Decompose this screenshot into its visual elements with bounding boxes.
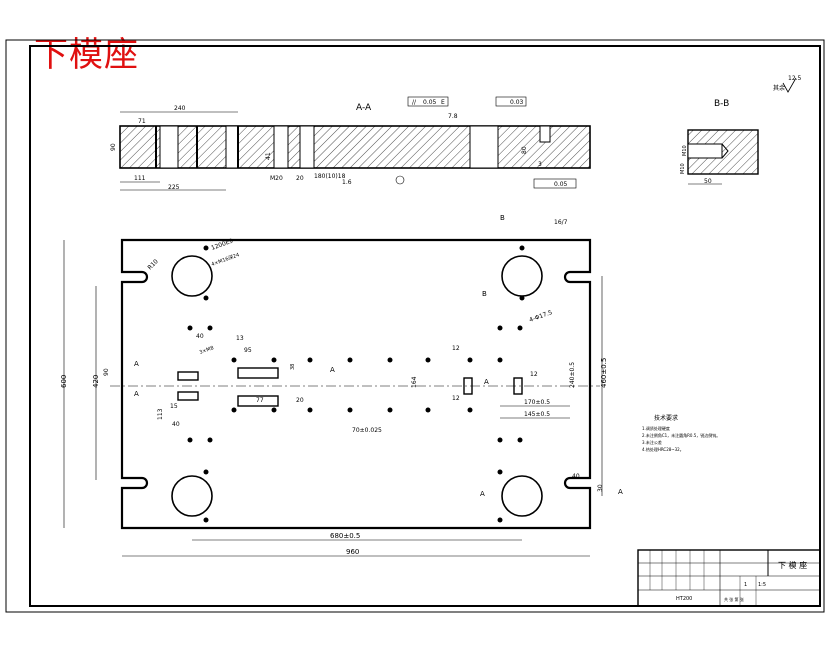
svg-text:40: 40: [572, 473, 580, 480]
svg-text:38: 38: [290, 364, 296, 370]
svg-text:B: B: [500, 214, 505, 222]
svg-text:12: 12: [452, 395, 460, 402]
section-aa-label: A-A: [356, 103, 372, 113]
svg-text:其余: 其余: [773, 84, 785, 92]
svg-text:113: 113: [157, 408, 164, 420]
drawing-title: 下模座: [34, 35, 139, 75]
svg-text:13: 13: [236, 335, 244, 342]
svg-text:145±0.5: 145±0.5: [524, 411, 550, 418]
guide-hole-bl: [171, 475, 213, 517]
svg-text:A: A: [484, 378, 489, 386]
svg-text:A: A: [480, 490, 485, 498]
technical-notes: 技术要求 1.调质处理硬度 2.未注倒角C1，未注圆角R0.5，锐边倒钝。 3.…: [642, 414, 720, 452]
title-block: [637, 549, 821, 607]
svg-text:3×M8: 3×M8: [199, 345, 215, 356]
svg-text:A: A: [330, 366, 335, 374]
svg-text:M10: M10: [682, 145, 688, 156]
svg-text:170±0.5: 170±0.5: [524, 399, 550, 406]
svg-text:2.未注倒角C1，未注圆角R0.5，锐边倒钝。: 2.未注倒角C1，未注圆角R0.5，锐边倒钝。: [642, 432, 720, 438]
svg-text:A: A: [134, 360, 139, 368]
svg-text:960: 960: [346, 548, 359, 556]
inner-frame-border: [29, 45, 821, 607]
svg-text:95: 95: [244, 347, 252, 354]
svg-text:41: 41: [265, 152, 272, 160]
section-bb-label: B-B: [714, 99, 729, 109]
svg-text:240±0.5: 240±0.5: [569, 362, 576, 388]
svg-text:M10: M10: [680, 163, 686, 174]
svg-text:15: 15: [170, 403, 178, 410]
svg-text:164: 164: [411, 376, 418, 388]
svg-text:3: 3: [538, 161, 542, 168]
svg-text:30: 30: [597, 484, 604, 492]
svg-text:16/7: 16/7: [554, 219, 568, 226]
svg-text:M20: M20: [270, 175, 283, 182]
svg-text:0.05: 0.05: [423, 99, 437, 106]
title-qty: 1: [744, 582, 747, 588]
plan-view: 600 420 90 960 680±0.5 460±0.5 240±0.5 B…: [60, 214, 623, 557]
svg-text:1.6: 1.6: [342, 179, 352, 186]
svg-text:7.8: 7.8: [448, 113, 458, 120]
guide-hole-tl: [171, 255, 213, 297]
svg-text:12: 12: [530, 371, 538, 378]
svg-text:A: A: [134, 390, 139, 398]
svg-text:技术要求: 技术要求: [654, 414, 678, 422]
section-aa-view: A-A 240 71 90 111 225 41 M20 20 180(10)1…: [110, 96, 591, 191]
svg-text:B: B: [482, 290, 487, 298]
svg-text:20: 20: [296, 175, 304, 182]
svg-text:80: 80: [521, 146, 528, 154]
svg-text:4-Φ17.5: 4-Φ17.5: [528, 309, 553, 324]
section-bb-view: B-B M10 M10 50: [680, 99, 759, 185]
svg-text:12: 12: [452, 345, 460, 352]
svg-text:R10: R10: [146, 258, 159, 271]
svg-text:71: 71: [138, 118, 146, 125]
svg-text:40: 40: [172, 421, 180, 428]
svg-text:40: 40: [196, 333, 204, 340]
svg-text:0.05: 0.05: [554, 181, 568, 188]
svg-text:180(10)18: 180(10)18: [314, 173, 346, 180]
svg-text:A: A: [618, 488, 623, 496]
title-material: HT200: [676, 596, 692, 602]
svg-text:90: 90: [103, 368, 110, 376]
svg-text:225: 225: [168, 184, 180, 191]
svg-text:4.热处理HRC28~32。: 4.热处理HRC28~32。: [642, 446, 684, 452]
svg-text:1.调质处理硬度: 1.调质处理硬度: [642, 425, 670, 431]
title-sheet: 共 张 第 张: [724, 596, 744, 602]
guide-hole-br: [501, 475, 543, 517]
svg-text:4×M16深24: 4×M16深24: [210, 251, 240, 268]
svg-text:460±0.5: 460±0.5: [600, 358, 608, 388]
svg-text:600: 600: [60, 375, 68, 388]
svg-text:20: 20: [296, 397, 304, 404]
svg-text:90: 90: [110, 143, 117, 151]
svg-text:3.未注公差: 3.未注公差: [642, 439, 662, 445]
outer-sheet-border: [5, 39, 825, 613]
svg-text:420: 420: [92, 375, 100, 388]
svg-text:111: 111: [134, 175, 146, 182]
svg-text:240: 240: [174, 105, 186, 112]
title-scale: 1:5: [758, 582, 766, 588]
svg-text:77: 77: [256, 397, 264, 404]
svg-text:680±0.5: 680±0.5: [330, 532, 360, 540]
svg-text:12.5: 12.5: [788, 75, 802, 82]
svg-text:50: 50: [704, 178, 712, 185]
guide-hole-tr: [501, 255, 543, 297]
svg-text://: //: [412, 99, 417, 106]
svg-text:70±0.025: 70±0.025: [352, 427, 382, 434]
title-part-name: 下 模 座: [778, 560, 807, 570]
svg-text:E: E: [441, 99, 445, 106]
svg-text:0.03: 0.03: [510, 99, 524, 106]
surface-finish-symbol: 其余 12.5: [773, 75, 802, 93]
